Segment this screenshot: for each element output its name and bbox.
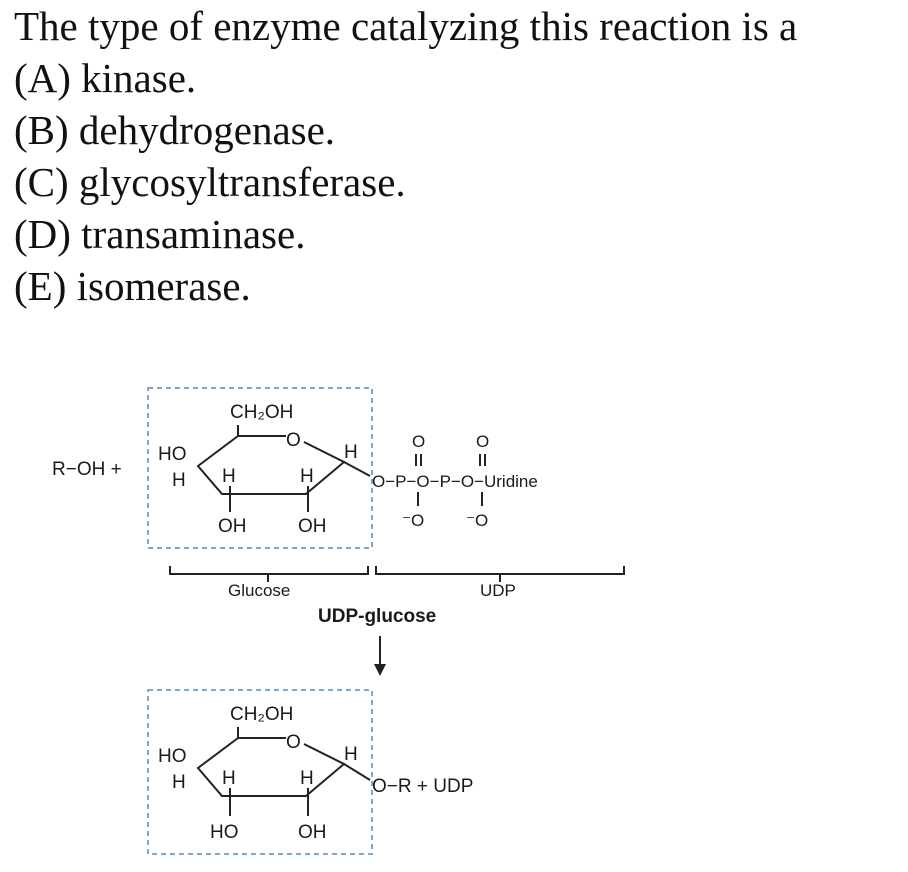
product-bond xyxy=(343,763,371,781)
phosphate-double-o-2: O xyxy=(476,432,489,451)
brackets: Glucose UDP UDP-glucose xyxy=(169,566,625,627)
phosphate-chain: O−P−O−P−O−Uridine O O ⁻O ⁻O xyxy=(343,432,538,530)
h-inner-right-label: H xyxy=(300,466,314,487)
bottom-ho-bottom-left-label: HO xyxy=(210,822,239,843)
arrow-head xyxy=(374,664,386,676)
option-d: (D) transaminase. xyxy=(14,211,306,257)
compound-name: UDP-glucose xyxy=(318,606,436,627)
glucose-dashed-box xyxy=(147,387,373,549)
bottom-h-inner-left-label: H xyxy=(222,768,236,789)
reaction-arrow xyxy=(374,636,386,676)
bottom-h-left-label: H xyxy=(172,772,186,793)
bottom-ch2oh-label: CH₂OH xyxy=(230,704,293,725)
bottom-ho-label: HO xyxy=(158,746,187,767)
product-label: O−R + UDP xyxy=(372,776,473,797)
h-right-label: H xyxy=(344,442,358,463)
udp-label: UDP xyxy=(480,581,516,600)
glucose-bracket xyxy=(169,566,369,575)
option-c: (C) glycosyltransferase. xyxy=(14,159,406,205)
top-glucose-ring: CH₂OH O HO H H H H OH OH xyxy=(158,402,358,537)
ring-bonds xyxy=(196,435,346,495)
udp-bracket xyxy=(375,566,625,575)
phosphate-minus-o-1: ⁻O xyxy=(402,511,424,530)
phosphate-double-o-1: O xyxy=(412,432,425,451)
bottom-h-inner-right-label: H xyxy=(300,768,314,789)
product-dashed-box xyxy=(147,689,373,855)
question-text: The type of enzyme catalyzing this react… xyxy=(14,0,904,312)
h-left-label: H xyxy=(172,470,186,491)
bottom-h-right-label: H xyxy=(344,744,358,765)
phosphate-minus-o-2: ⁻O xyxy=(466,511,488,530)
ch2oh-label: CH₂OH xyxy=(230,402,293,423)
option-b: (B) dehydrogenase. xyxy=(14,107,336,153)
glycosidic-bond xyxy=(343,461,371,477)
reactant-label: R−OH + xyxy=(52,459,122,480)
bottom-glucose-ring: CH₂OH O HO H H H H HO OH xyxy=(158,704,358,843)
glucose-label: Glucose xyxy=(228,581,290,600)
oh-bottom-left-label: OH xyxy=(218,516,247,537)
oh-bottom-right-label: OH xyxy=(298,516,327,537)
option-a: (A) kinase. xyxy=(14,55,197,101)
bottom-ring-bonds xyxy=(196,737,346,797)
option-e: (E) isomerase. xyxy=(14,263,251,309)
ho-label: HO xyxy=(158,444,187,465)
phosphate-chain-label: O−P−O−P−O−Uridine xyxy=(372,472,538,491)
ring-oxygen-label: O xyxy=(286,430,301,451)
bottom-ring-oxygen-label: O xyxy=(286,732,301,753)
bottom-oh-bottom-right-label: OH xyxy=(298,822,327,843)
question-stem: The type of enzyme catalyzing this react… xyxy=(14,3,798,49)
h-inner-left-label: H xyxy=(222,466,236,487)
